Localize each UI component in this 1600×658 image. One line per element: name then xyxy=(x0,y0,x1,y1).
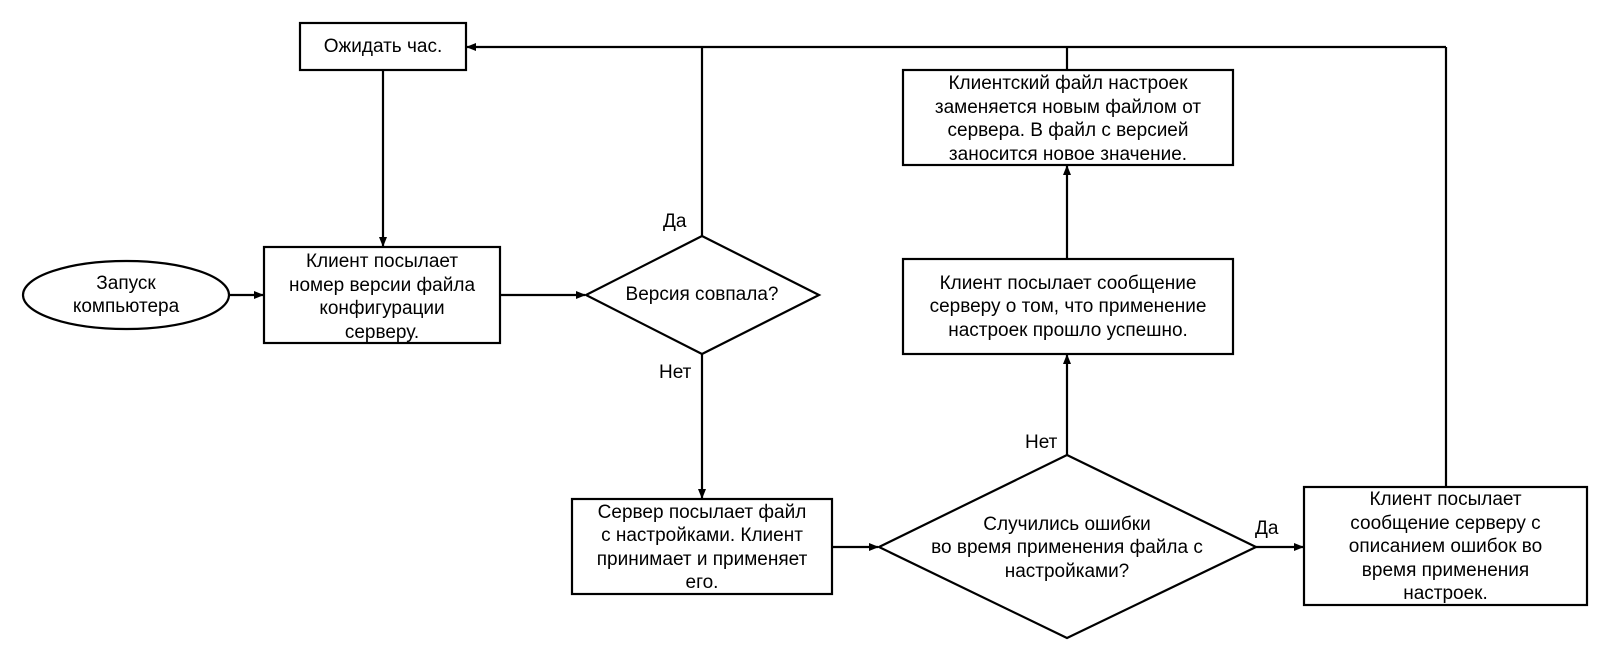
report-errors-box xyxy=(1302,485,1589,607)
server-sends-label: Сервер посылает файл с настройками. Клие… xyxy=(596,501,808,594)
version-yes-label: Да xyxy=(663,211,687,232)
wait-box xyxy=(298,21,468,72)
wait-label: Ожидать час. xyxy=(323,35,443,57)
report-success-label: Клиент посылает сообщение серверу о том,… xyxy=(929,272,1207,341)
errors-question-label: Случились ошибки во время применения фай… xyxy=(931,513,1203,582)
report-errors-label: Клиент посылает сообщение серверу с опис… xyxy=(1348,489,1543,605)
report-success-box xyxy=(901,257,1235,356)
server-sends-box xyxy=(570,497,834,596)
errors-question-diamond xyxy=(876,453,1259,640)
errors-no-label: Нет xyxy=(1025,432,1058,453)
send-version-label: Клиент посылает номер версии файла конфи… xyxy=(288,251,476,343)
start-terminal-label: Запуск компьютера xyxy=(72,272,180,318)
errors-yes-label: Да xyxy=(1255,518,1279,539)
replace-file-box xyxy=(901,68,1235,167)
replace-file-label: Клиентский файл настроек заменяется новы… xyxy=(934,73,1202,165)
version-no-label: Нет xyxy=(659,362,692,383)
version-match-label: Версия совпала? xyxy=(625,284,779,306)
send-version-box xyxy=(262,245,502,345)
